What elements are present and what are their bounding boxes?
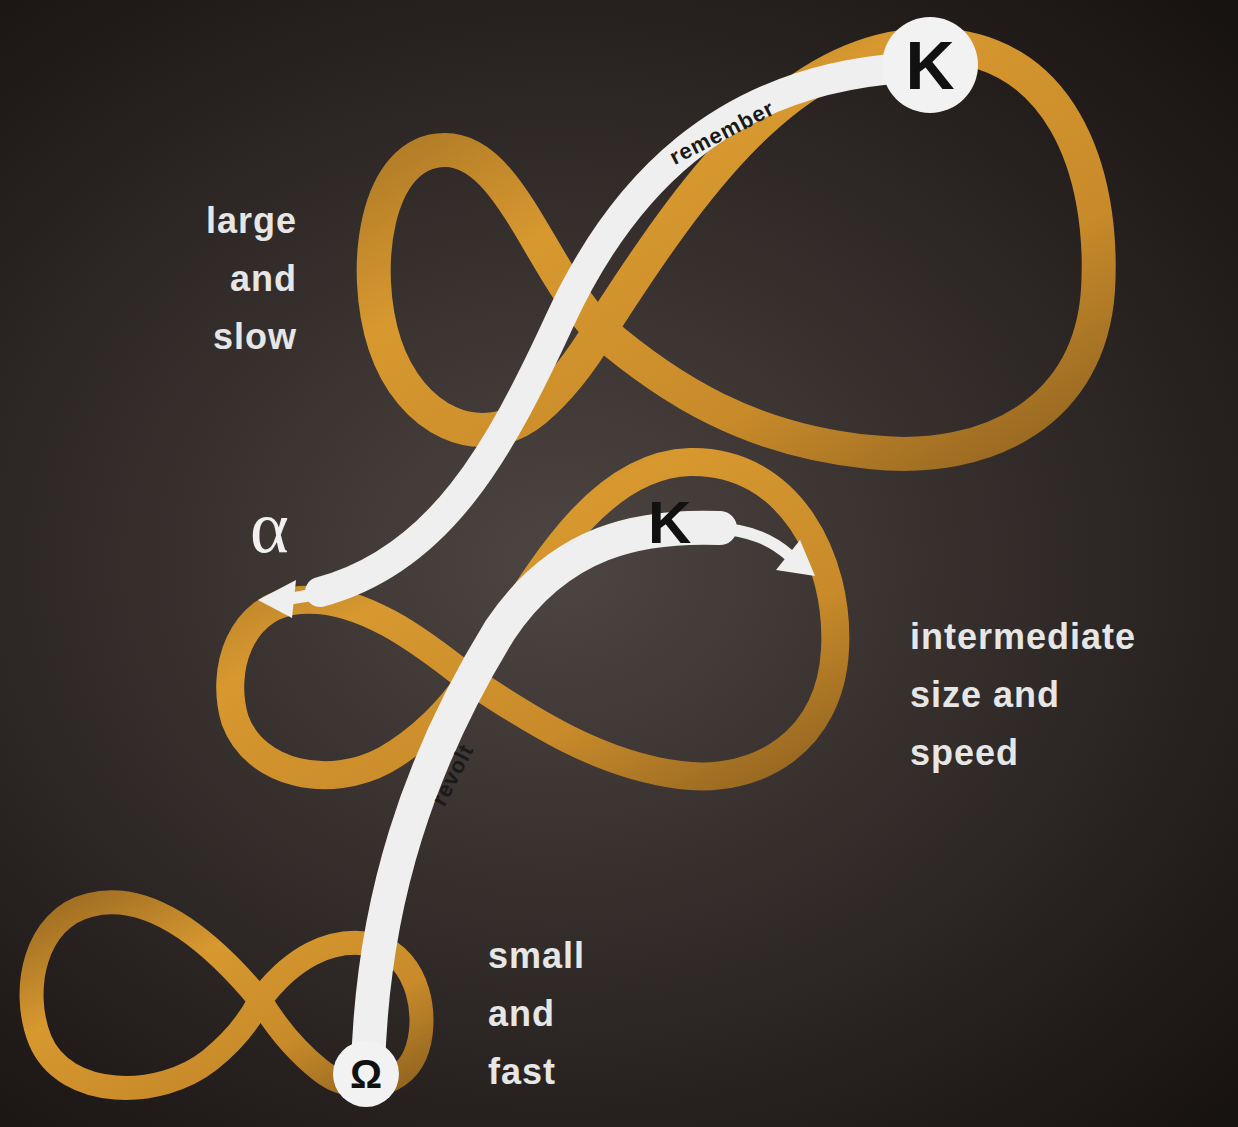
remember-band xyxy=(320,68,905,592)
stage-letter: K xyxy=(905,31,954,99)
remember-arrowhead xyxy=(258,580,296,618)
scale-label: small and fast xyxy=(488,927,613,1101)
intermediate-loop xyxy=(230,462,835,776)
scale-label: intermediate size and speed xyxy=(910,608,1175,782)
revolt-band-tip xyxy=(715,528,790,556)
stage-circle: K xyxy=(882,17,978,113)
revolt-arrowhead xyxy=(776,540,815,576)
revolt-band xyxy=(368,528,720,1070)
stage-circle: Ω xyxy=(333,1041,399,1107)
stage-letter: Ω xyxy=(350,1054,382,1094)
scale-label: large and slow xyxy=(160,192,297,366)
phase-symbol: K xyxy=(648,488,691,557)
phase-symbol: α xyxy=(250,485,289,570)
